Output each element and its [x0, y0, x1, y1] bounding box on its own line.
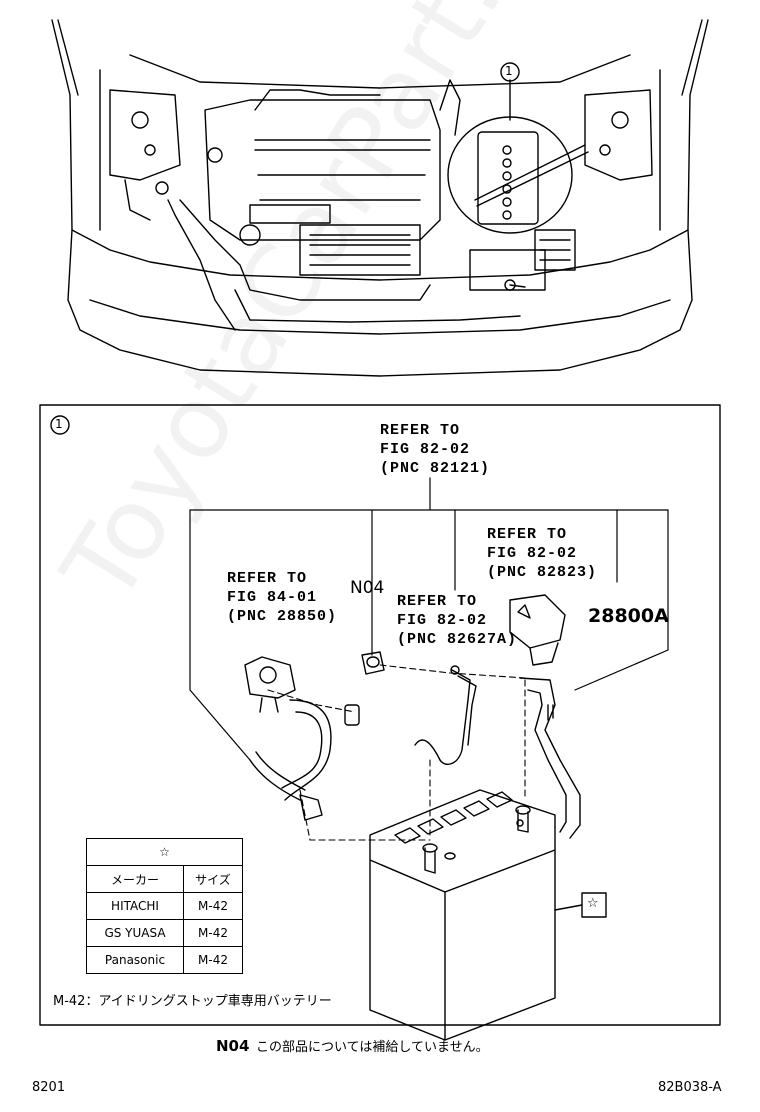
table-header-row: メーカー サイズ	[86, 865, 243, 893]
ref-82121-line1: REFER TO	[380, 422, 461, 439]
n04-note-text: この部品については補給していません。	[256, 1040, 489, 1055]
callout-number-detail: 1	[55, 417, 63, 431]
positive-cable-82627a	[414, 665, 477, 766]
ref-label-28850: REFER TO FIG 84-01 (PNC 28850)	[227, 569, 337, 626]
ref-82823-line1: REFER TO	[487, 526, 568, 543]
n04-note-code: N04	[216, 1037, 250, 1055]
size-cell: M-42	[183, 892, 243, 920]
ref-82627a-line3: (PNC 82627A)	[397, 631, 518, 648]
column-header-size: サイズ	[183, 865, 243, 893]
part-number-28800a: 28800A	[588, 605, 669, 627]
callout-circle-top	[500, 62, 520, 82]
battery-top-view	[447, 79, 589, 291]
maker-cell: GS YUASA	[86, 919, 184, 947]
ref-28850-line1: REFER TO	[227, 570, 308, 587]
right-strut-tower	[534, 89, 653, 271]
ref-label-82121: REFER TO FIG 82-02 (PNC 82121)	[380, 421, 490, 478]
negative-cable	[249, 699, 360, 821]
table-row: HITACHI M-42	[86, 892, 243, 920]
ref-82121-line2: FIG 82-02	[380, 441, 471, 458]
size-cell: M-42	[183, 946, 243, 974]
vehicle-outline	[51, 19, 709, 377]
ref-82627a-line2: FIG 82-02	[397, 612, 488, 629]
ref-28850-line3: (PNC 28850)	[227, 608, 338, 625]
ref-82823-line2: FIG 82-02	[487, 545, 578, 562]
engine-block	[179, 79, 521, 323]
size-cell: M-42	[183, 919, 243, 947]
maker-cell: Panasonic	[86, 946, 184, 974]
part-number-n04: N04	[350, 578, 385, 598]
detail-frame	[39, 404, 721, 1026]
column-header-maker: メーカー	[86, 865, 184, 893]
footer-figure-code: 82B038-A	[658, 1080, 722, 1095]
maker-cell: HITACHI	[86, 892, 184, 920]
battery	[369, 789, 607, 1041]
terminal-cover-82823	[509, 594, 566, 666]
left-strut-tower	[109, 89, 236, 331]
callout-number-top: 1	[505, 64, 513, 78]
ref-label-82823: REFER TO FIG 82-02 (PNC 82823)	[487, 525, 597, 582]
m42-note: M-42：アイドリングストップ車専用バッテリー	[53, 994, 332, 1009]
ref-82121-line3: (PNC 82121)	[380, 460, 491, 477]
star-label: ☆	[587, 896, 599, 911]
terminal-28850	[244, 656, 296, 713]
positive-cable-28800a	[519, 677, 581, 839]
table-row: GS YUASA M-42	[86, 919, 243, 947]
ref-82823-line3: (PNC 82823)	[487, 564, 598, 581]
ref-28850-line2: FIG 84-01	[227, 589, 318, 606]
callout-circle-detail	[50, 415, 70, 435]
ref-label-82627a: REFER TO FIG 82-02 (PNC 82627A)	[397, 592, 517, 649]
ref-82627a-line1: REFER TO	[397, 593, 478, 610]
battery-maker-table: ☆ メーカー サイズ HITACHI M-42 GS YUASA M-42 Pa…	[86, 838, 243, 974]
table-row: Panasonic M-42	[86, 946, 243, 974]
footer-page-code: 8201	[32, 1080, 66, 1095]
table-header-symbol-row: ☆	[86, 838, 243, 866]
nut-n04	[361, 651, 385, 675]
table-star-cell: ☆	[86, 838, 243, 866]
